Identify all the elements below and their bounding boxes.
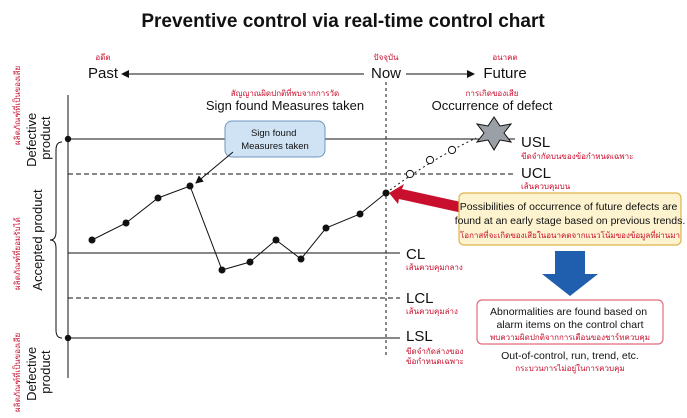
accepted-thai: ผลิตภัณฑ์ที่ยอมรับได้ <box>11 217 22 290</box>
sign-found-bubble-text: Sign found Measures taken <box>241 128 309 152</box>
footer-thai: กระบวนการไม่อยู่ในการควบคุม <box>515 364 624 374</box>
lsl-thai: ขีดจำกัดล่างของ ข้อกำหนดเฉพาะ <box>406 347 466 366</box>
data-point <box>297 255 305 263</box>
ucl-label: UCL <box>521 165 551 182</box>
sign-found-thai: สัญญาณผิดปกติที่พบจากการวัด <box>231 87 339 98</box>
data-point <box>218 266 226 274</box>
red-arrow-icon <box>389 184 470 214</box>
data-point <box>356 210 364 218</box>
abnormal-thai: พบความผิดปกติจากการเตือนของชาร์ทควบคุม <box>490 332 650 342</box>
predicted-point <box>405 169 415 179</box>
predicted-point <box>447 145 457 155</box>
defect-star-icon <box>475 116 513 151</box>
measurement-points <box>88 182 390 274</box>
lcl-label: LCL <box>406 290 434 307</box>
data-point <box>122 219 130 227</box>
defective-bottom-thai: ผลิตภัณฑ์ที่เป็นของเสีย <box>11 333 22 412</box>
data-point <box>246 258 254 266</box>
possibility-box <box>458 192 682 246</box>
defective-bottom-label: Defective product <box>24 343 53 401</box>
sign-found-bubble <box>224 120 326 158</box>
past-thai-label: อดีต <box>95 53 110 62</box>
data-point <box>88 236 96 244</box>
ucl-thai: เส้นควบคุมบน <box>521 182 571 191</box>
data-point <box>322 224 330 232</box>
now-thai-label: ปัจจุบัน <box>374 53 400 62</box>
lcl-thai: เส้นควบคุมล่าง <box>406 307 458 316</box>
blue-down-arrow-icon <box>542 251 598 296</box>
data-point <box>272 236 280 244</box>
usl-thai: ขีดจำกัดบนของข้อกำหนดเฉพาะ <box>521 152 633 161</box>
lsl-label: LSL <box>406 328 433 345</box>
sign-found-caption: Sign found Measures taken <box>206 98 364 113</box>
cl-thai: เส้นควบคุมกลาง <box>406 263 463 272</box>
possibility-thai: โอกาสที่จะเกิดของเสียในอนาคตจากแนวโน้มขอ… <box>460 229 680 241</box>
now-label: Now <box>371 65 401 82</box>
defective-top-thai: ผลิตภัณฑ์ที่เป็นของเสีย <box>11 66 22 145</box>
footer-caption: Out-of-control, run, trend, etc. <box>501 350 639 362</box>
predicted-trend-line <box>385 137 477 194</box>
future-label: Future <box>483 65 526 82</box>
abnormal-box <box>476 299 664 345</box>
page-title: Preventive control via real-time control… <box>141 11 545 32</box>
usl-label: USL <box>521 134 550 151</box>
past-label: Past <box>88 65 119 82</box>
abnormal-text: Abnormalities are found based on alarm i… <box>490 306 650 331</box>
predicted-point <box>425 155 435 165</box>
defective-top-label: Defective product <box>24 109 53 167</box>
data-point <box>154 194 162 202</box>
future-thai-label: อนาคต <box>492 53 517 62</box>
measurement-series-line <box>91 185 387 271</box>
possibility-text: Possibilities of occurrence of future de… <box>455 201 686 227</box>
data-point <box>186 182 194 190</box>
accepted-label: Accepted product <box>30 189 45 291</box>
accepted-brace <box>49 141 63 339</box>
occurrence-caption: Occurrence of defect <box>432 98 553 113</box>
cl-label: CL <box>406 246 425 263</box>
occurrence-thai: การเกิดของเสีย <box>466 89 519 98</box>
sign-found-pointer <box>195 151 234 184</box>
